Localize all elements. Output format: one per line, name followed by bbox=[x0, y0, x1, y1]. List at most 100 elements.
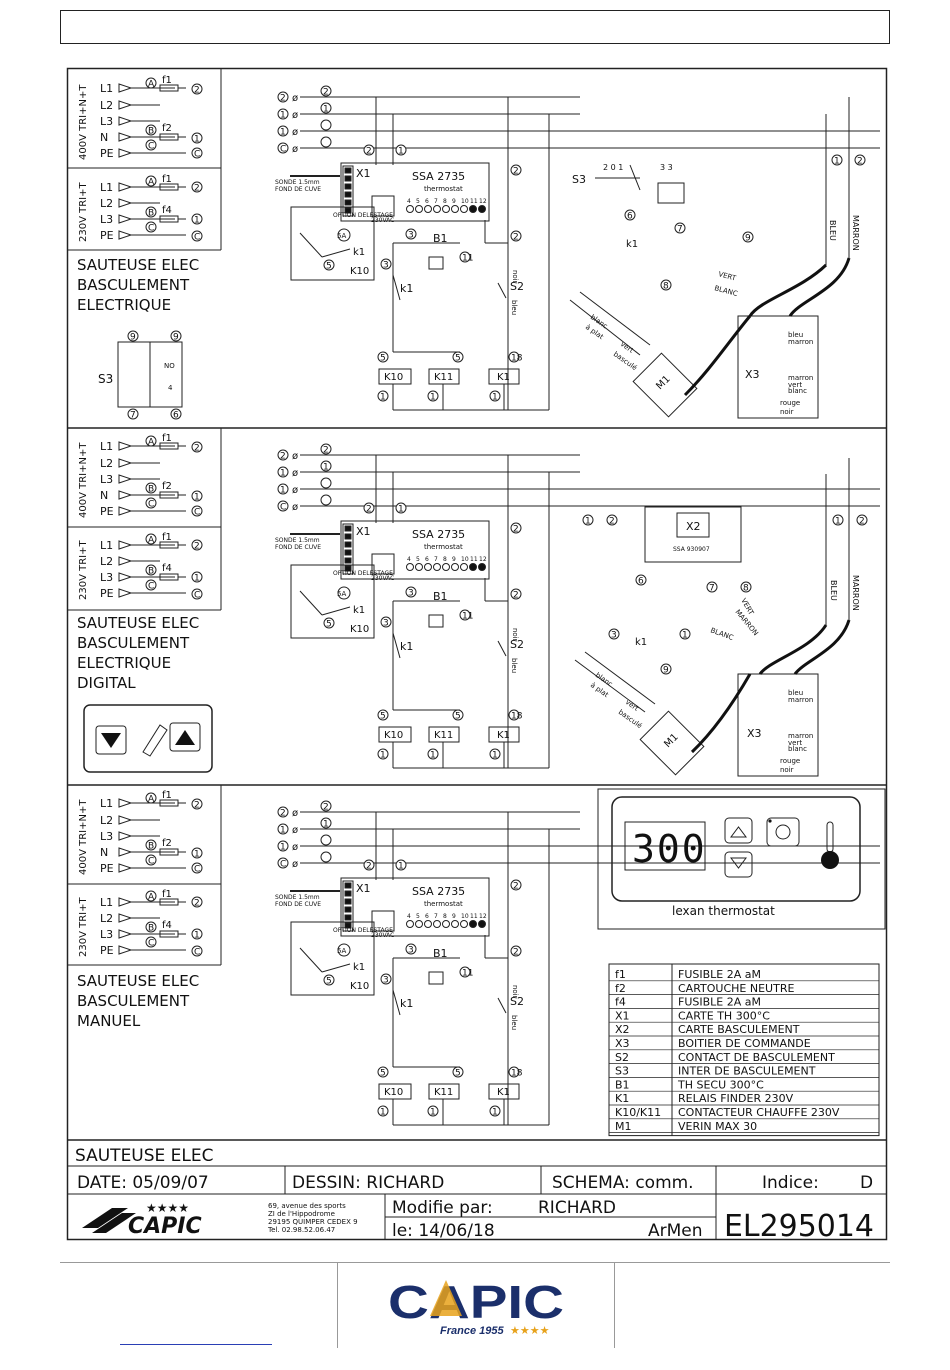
title2-line-4: DIGITAL bbox=[77, 674, 136, 692]
card-pin-label: 11 bbox=[470, 913, 478, 920]
tb-schema: SCHEMA: comm. bbox=[552, 1173, 694, 1193]
bus-node bbox=[320, 477, 332, 489]
card-pin-label: 8 bbox=[443, 198, 447, 205]
terminal-b-label: B bbox=[148, 485, 154, 495]
delestage-5a bbox=[337, 228, 351, 242]
wire-bleu: bleu bbox=[510, 658, 518, 673]
node-3-label: 3 bbox=[408, 589, 414, 599]
bus-symbol: ø bbox=[292, 93, 298, 104]
down-button bbox=[724, 851, 753, 878]
bus-terminal bbox=[277, 840, 289, 852]
x3-l0: bleu bbox=[788, 331, 803, 339]
bus-terminal-label: 1 bbox=[280, 826, 286, 836]
n1r bbox=[831, 154, 843, 166]
terminal-1-label: 1 bbox=[194, 493, 200, 503]
terminal-c-label: C bbox=[148, 857, 154, 867]
x2-board-name: SSA 930907 bbox=[673, 546, 710, 553]
m1-label: M1 bbox=[654, 374, 672, 392]
pen-icon bbox=[142, 724, 168, 757]
bus-node-label: 1 bbox=[323, 820, 329, 830]
line-label-230-2: L3 bbox=[100, 928, 113, 941]
n8 bbox=[740, 581, 752, 593]
node-1b-label: 1 bbox=[380, 393, 386, 403]
card-pin bbox=[469, 920, 477, 928]
line-label-l1: L1 bbox=[100, 82, 113, 95]
legend-desc-9: RELAIS FINDER 230V bbox=[678, 1092, 794, 1105]
wire-bleu-cap2: BLEU bbox=[829, 580, 838, 601]
legend-code-0: f1 bbox=[615, 968, 626, 981]
bus-node-label: 2 bbox=[323, 803, 329, 813]
bus-terminal bbox=[277, 108, 289, 120]
legend-desc-5: BOITIER DE COMMANDE bbox=[678, 1037, 811, 1050]
terminal-b-label: B bbox=[148, 127, 154, 137]
fuse-label: f4 bbox=[162, 563, 172, 574]
card-pin-label: 12 bbox=[479, 913, 487, 920]
coil-k10 bbox=[378, 726, 412, 743]
tb-ref: EL295014 bbox=[724, 1209, 874, 1244]
card-pin-label: 6 bbox=[425, 198, 429, 205]
line-label-230-1: L2 bbox=[100, 912, 113, 925]
bus-terminal-label: 1 bbox=[280, 486, 286, 496]
card-pin bbox=[442, 205, 450, 213]
card-pin-label: 12 bbox=[479, 556, 487, 563]
card-pin bbox=[442, 920, 450, 928]
thermostat-card bbox=[340, 877, 490, 937]
bus-symbol: ø bbox=[292, 110, 298, 121]
line-label-230-1: L2 bbox=[100, 197, 113, 210]
node-5b bbox=[452, 351, 464, 363]
node-2-label: 2 bbox=[366, 147, 372, 157]
node-5b-label: 5 bbox=[455, 1069, 461, 1079]
n1r-label: 1 bbox=[835, 517, 841, 527]
card-pin-label: 4 bbox=[407, 556, 411, 563]
fuse-label: f1 bbox=[162, 433, 172, 444]
node-1c-label: 1 bbox=[430, 751, 436, 761]
footer-tagline: France 1955 bbox=[440, 1325, 504, 1337]
sonde-label: SONDE 1.5mm bbox=[275, 179, 320, 186]
node-3 bbox=[405, 586, 417, 598]
delestage-k1: k1 bbox=[353, 962, 365, 973]
wire-bleu-cap: BLEU bbox=[828, 220, 837, 241]
x1-connector bbox=[342, 523, 354, 575]
terminal-a2-label: A bbox=[148, 893, 155, 903]
node-1-label: 1 bbox=[398, 505, 404, 515]
power-terminal bbox=[371, 910, 395, 932]
title-line-1: SAUTEUSE ELEC bbox=[77, 256, 199, 274]
supply-230-label: 230V TRI+T bbox=[78, 182, 89, 242]
bus-node bbox=[320, 800, 332, 812]
terminal-b2 bbox=[145, 921, 157, 933]
m1-l3: basculé bbox=[612, 350, 639, 372]
power-terminal bbox=[371, 195, 395, 217]
card-pin bbox=[478, 920, 486, 928]
node-2 bbox=[363, 502, 375, 514]
ssa-title: SSA 2735 bbox=[412, 885, 465, 898]
card-pin bbox=[424, 920, 432, 928]
n2r-label: 2 bbox=[859, 517, 865, 527]
card-pin-label: 5 bbox=[416, 913, 420, 920]
wire-noir: noir bbox=[511, 270, 519, 284]
terminal-c2 bbox=[191, 147, 203, 159]
tb-le: le: 14/06/18 bbox=[392, 1221, 495, 1241]
card-pin bbox=[415, 563, 423, 571]
coil-k1-label: K1 bbox=[497, 730, 510, 741]
bus-node bbox=[320, 494, 332, 506]
tb-dessin: DESSIN: RICHARD bbox=[292, 1173, 444, 1193]
footer-rule bbox=[60, 1262, 890, 1263]
line-label-l3: L3 bbox=[100, 115, 113, 128]
terminal-a2 bbox=[145, 890, 157, 902]
x3b-l5: rouge bbox=[780, 757, 800, 765]
card-pin-label: 6 bbox=[425, 556, 429, 563]
line-label-230-3: PE bbox=[100, 229, 114, 242]
bus-terminal-label: 2 bbox=[280, 809, 286, 819]
bus-terminal bbox=[277, 125, 289, 137]
bus-symbol: ø bbox=[292, 859, 298, 870]
bus-terminal-label: 1 bbox=[280, 469, 286, 479]
node-18-label: 18 bbox=[511, 1069, 523, 1079]
line-label-230-0: L1 bbox=[100, 539, 113, 552]
s3-contact bbox=[657, 182, 685, 204]
line-label-l2: L2 bbox=[100, 99, 113, 112]
capic-mark-icon bbox=[82, 1208, 128, 1228]
terminal-b2-label: B bbox=[148, 209, 154, 219]
delestage-box bbox=[290, 206, 375, 281]
terminal-b2 bbox=[145, 206, 157, 218]
